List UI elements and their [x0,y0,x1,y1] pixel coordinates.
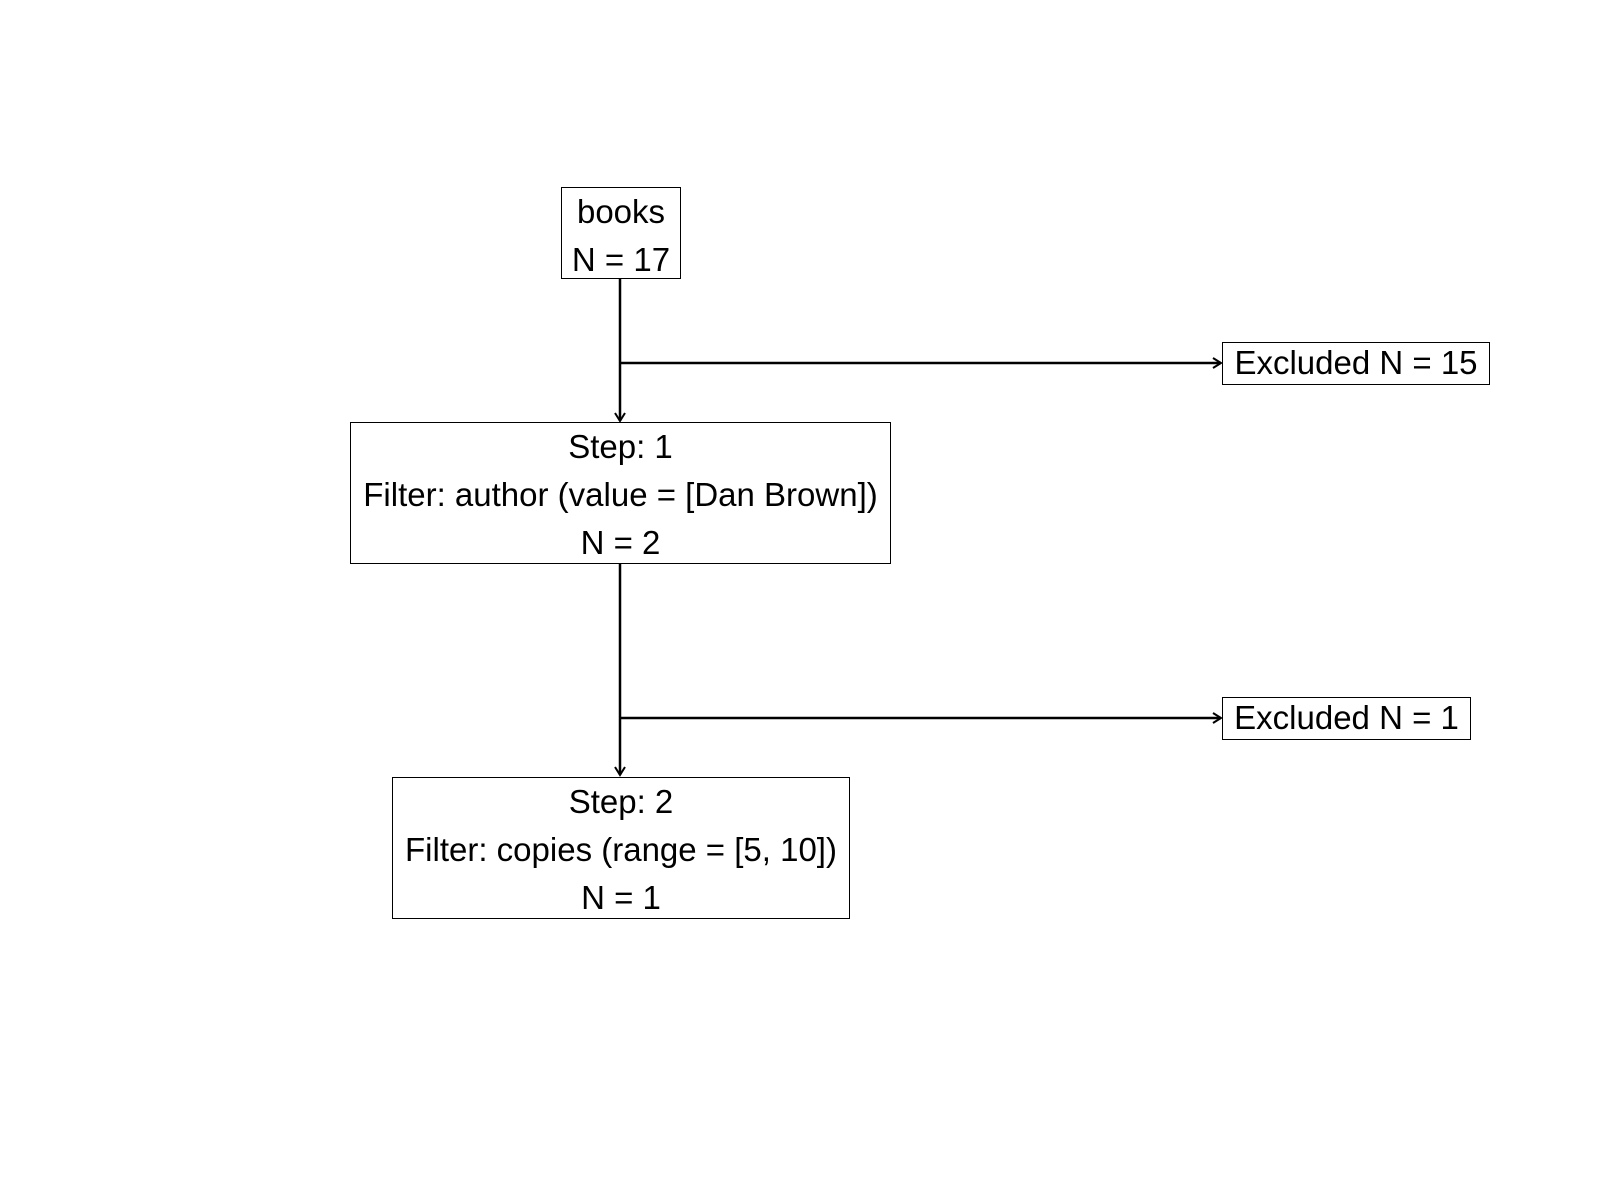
excluded-2-label: Excluded N = 1 [1234,699,1459,736]
step2-filter: Filter: copies (range = [5, 10]) [405,831,837,868]
step1-node: Step: 1 Filter: author (value = [Dan Bro… [350,422,891,564]
root-label: books [576,193,666,230]
step2-node: Step: 2 Filter: copies (range = [5, 10])… [392,777,850,919]
root-node: books N = 17 [561,187,681,279]
excluded-node-2: Excluded N = 1 [1222,697,1471,740]
step1-title: Step: 1 [568,428,673,465]
excluded-1-label: Excluded N = 15 [1234,344,1478,381]
root-count: N = 17 [571,241,671,278]
excluded-node-1: Excluded N = 15 [1222,342,1490,385]
step1-filter: Filter: author (value = [Dan Brown]) [363,476,878,513]
step2-count: N = 1 [581,879,661,916]
step1-count: N = 2 [580,524,661,561]
step2-title: Step: 2 [568,783,674,820]
